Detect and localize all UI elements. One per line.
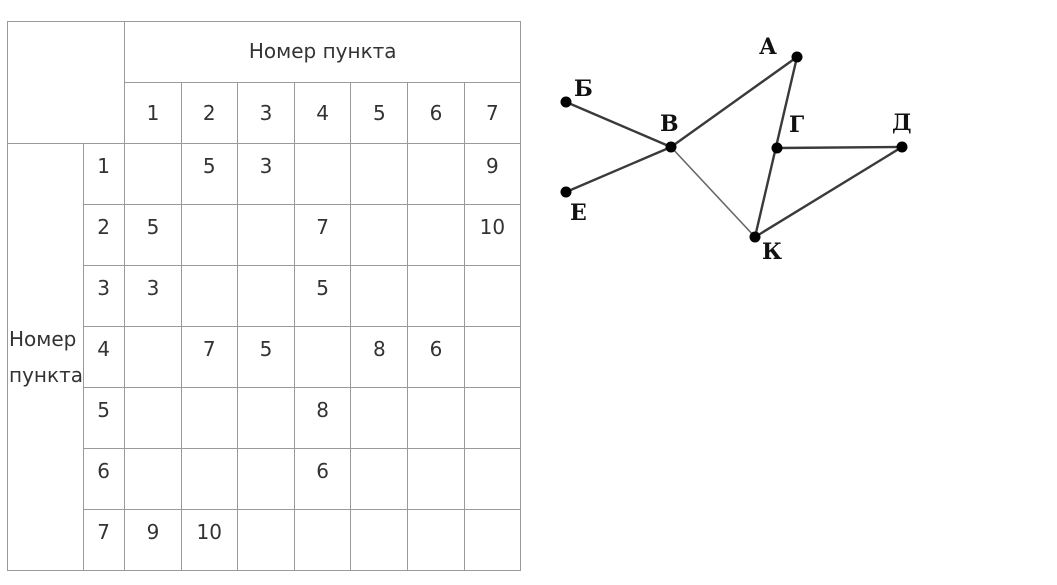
row-number: 4 xyxy=(83,326,126,388)
table-cell: 3 xyxy=(236,143,296,205)
table-cell xyxy=(407,265,465,327)
table-row: 6 6 xyxy=(8,448,522,510)
table-cell: 9 xyxy=(463,143,522,205)
column-number: 3 xyxy=(236,82,296,144)
vertex-e-label: Е xyxy=(570,200,587,226)
table-cell xyxy=(350,509,409,571)
table-cell xyxy=(294,326,352,388)
table-cell: 5 xyxy=(236,326,296,388)
table-cell: 8 xyxy=(350,326,409,388)
vertex-e-dot xyxy=(560,186,572,198)
table-cell: 5 xyxy=(124,204,182,266)
table-cell xyxy=(236,509,296,571)
table-cell xyxy=(407,143,465,205)
table-cell xyxy=(236,265,296,327)
column-number: 6 xyxy=(407,82,465,144)
row-number: 2 xyxy=(83,204,126,266)
column-number: 2 xyxy=(180,82,238,144)
table-row: 7 9 10 xyxy=(8,509,522,571)
column-number: 4 xyxy=(294,82,352,144)
table-cell xyxy=(407,509,465,571)
vertex-g-label: Г xyxy=(789,112,804,138)
table-cell xyxy=(294,509,352,571)
table-cell xyxy=(124,448,182,510)
edge-v-k xyxy=(670,146,756,238)
table-cell xyxy=(124,387,182,449)
table-cell: 7 xyxy=(180,326,238,388)
table-cell: 8 xyxy=(294,387,352,449)
table-cell xyxy=(350,265,409,327)
table-cell xyxy=(180,204,238,266)
column-number: 1 xyxy=(124,82,182,144)
row-number: 1 xyxy=(83,143,126,205)
vertex-d-dot xyxy=(896,141,908,153)
row-number: 6 xyxy=(83,448,126,510)
table-cell xyxy=(294,143,352,205)
column-number: 5 xyxy=(350,82,409,144)
table-row: 3 3 5 xyxy=(8,265,522,327)
table-cell: 7 xyxy=(294,204,352,266)
table-cell: 5 xyxy=(294,265,352,327)
edge-b-v xyxy=(565,100,672,149)
edge-g-d xyxy=(776,145,903,150)
table-row: 4 7 5 8 6 xyxy=(8,326,522,388)
table-cell xyxy=(350,448,409,510)
edge-d-k xyxy=(754,145,903,239)
table-row: Номер пункта 1 5 3 9 xyxy=(6,143,522,571)
vertex-d-label: Д xyxy=(892,110,912,136)
table-cell xyxy=(124,143,182,205)
table-cell xyxy=(350,204,409,266)
table-cell xyxy=(463,448,522,510)
table-cell xyxy=(463,326,522,388)
table-cell: 6 xyxy=(407,326,465,388)
table-cell xyxy=(236,387,296,449)
table-row: 5 8 xyxy=(8,387,522,449)
table-cell xyxy=(350,143,409,205)
table-cell xyxy=(463,509,522,571)
table-cell xyxy=(180,387,238,449)
vertex-g-dot xyxy=(771,142,783,154)
table-cell xyxy=(236,448,296,510)
table-cell: 10 xyxy=(463,204,522,266)
road-graph: А Б В Г Д Е К xyxy=(560,34,912,265)
row-header-title-line1: Номер xyxy=(9,327,77,351)
table-cell xyxy=(124,326,182,388)
row-header-title-line2: пункта xyxy=(9,363,83,387)
table-cell xyxy=(350,387,409,449)
vertex-b-dot xyxy=(560,96,572,108)
vertex-a-label: А xyxy=(759,34,777,60)
edge-e-v xyxy=(565,145,672,194)
row-number: 7 xyxy=(83,509,126,571)
distance-table: Номер пункта 1 2 3 4 5 6 7 Номер пункта … xyxy=(6,21,522,571)
vertex-k-dot xyxy=(749,231,761,243)
table-cell xyxy=(180,448,238,510)
vertex-a-dot xyxy=(791,51,803,63)
vertex-k-label: К xyxy=(762,239,782,265)
table-cell xyxy=(236,204,296,266)
table-row: 2 5 7 10 xyxy=(8,204,522,266)
table-cell xyxy=(407,387,465,449)
edge-v-a xyxy=(670,56,798,148)
table-cell: 10 xyxy=(180,509,238,571)
table-cell xyxy=(407,204,465,266)
vertex-b-label: Б xyxy=(574,76,593,102)
row-number: 3 xyxy=(83,265,126,327)
vertex-v-label: В xyxy=(660,111,679,137)
table-cell xyxy=(180,265,238,327)
vertex-v-dot xyxy=(665,141,677,153)
table-cell: 9 xyxy=(124,509,182,571)
table-cell: 6 xyxy=(294,448,352,510)
table-cell: 5 xyxy=(180,143,238,205)
row-number: 5 xyxy=(83,387,126,449)
table-cell xyxy=(463,387,522,449)
table-cell xyxy=(463,265,522,327)
column-header-title: Номер пункта xyxy=(124,21,521,83)
column-number: 7 xyxy=(463,82,522,144)
table-corner-cell xyxy=(6,21,126,144)
table-cell xyxy=(407,448,465,510)
row-header-title: Номер пункта xyxy=(6,143,85,571)
table-cell: 3 xyxy=(124,265,182,327)
